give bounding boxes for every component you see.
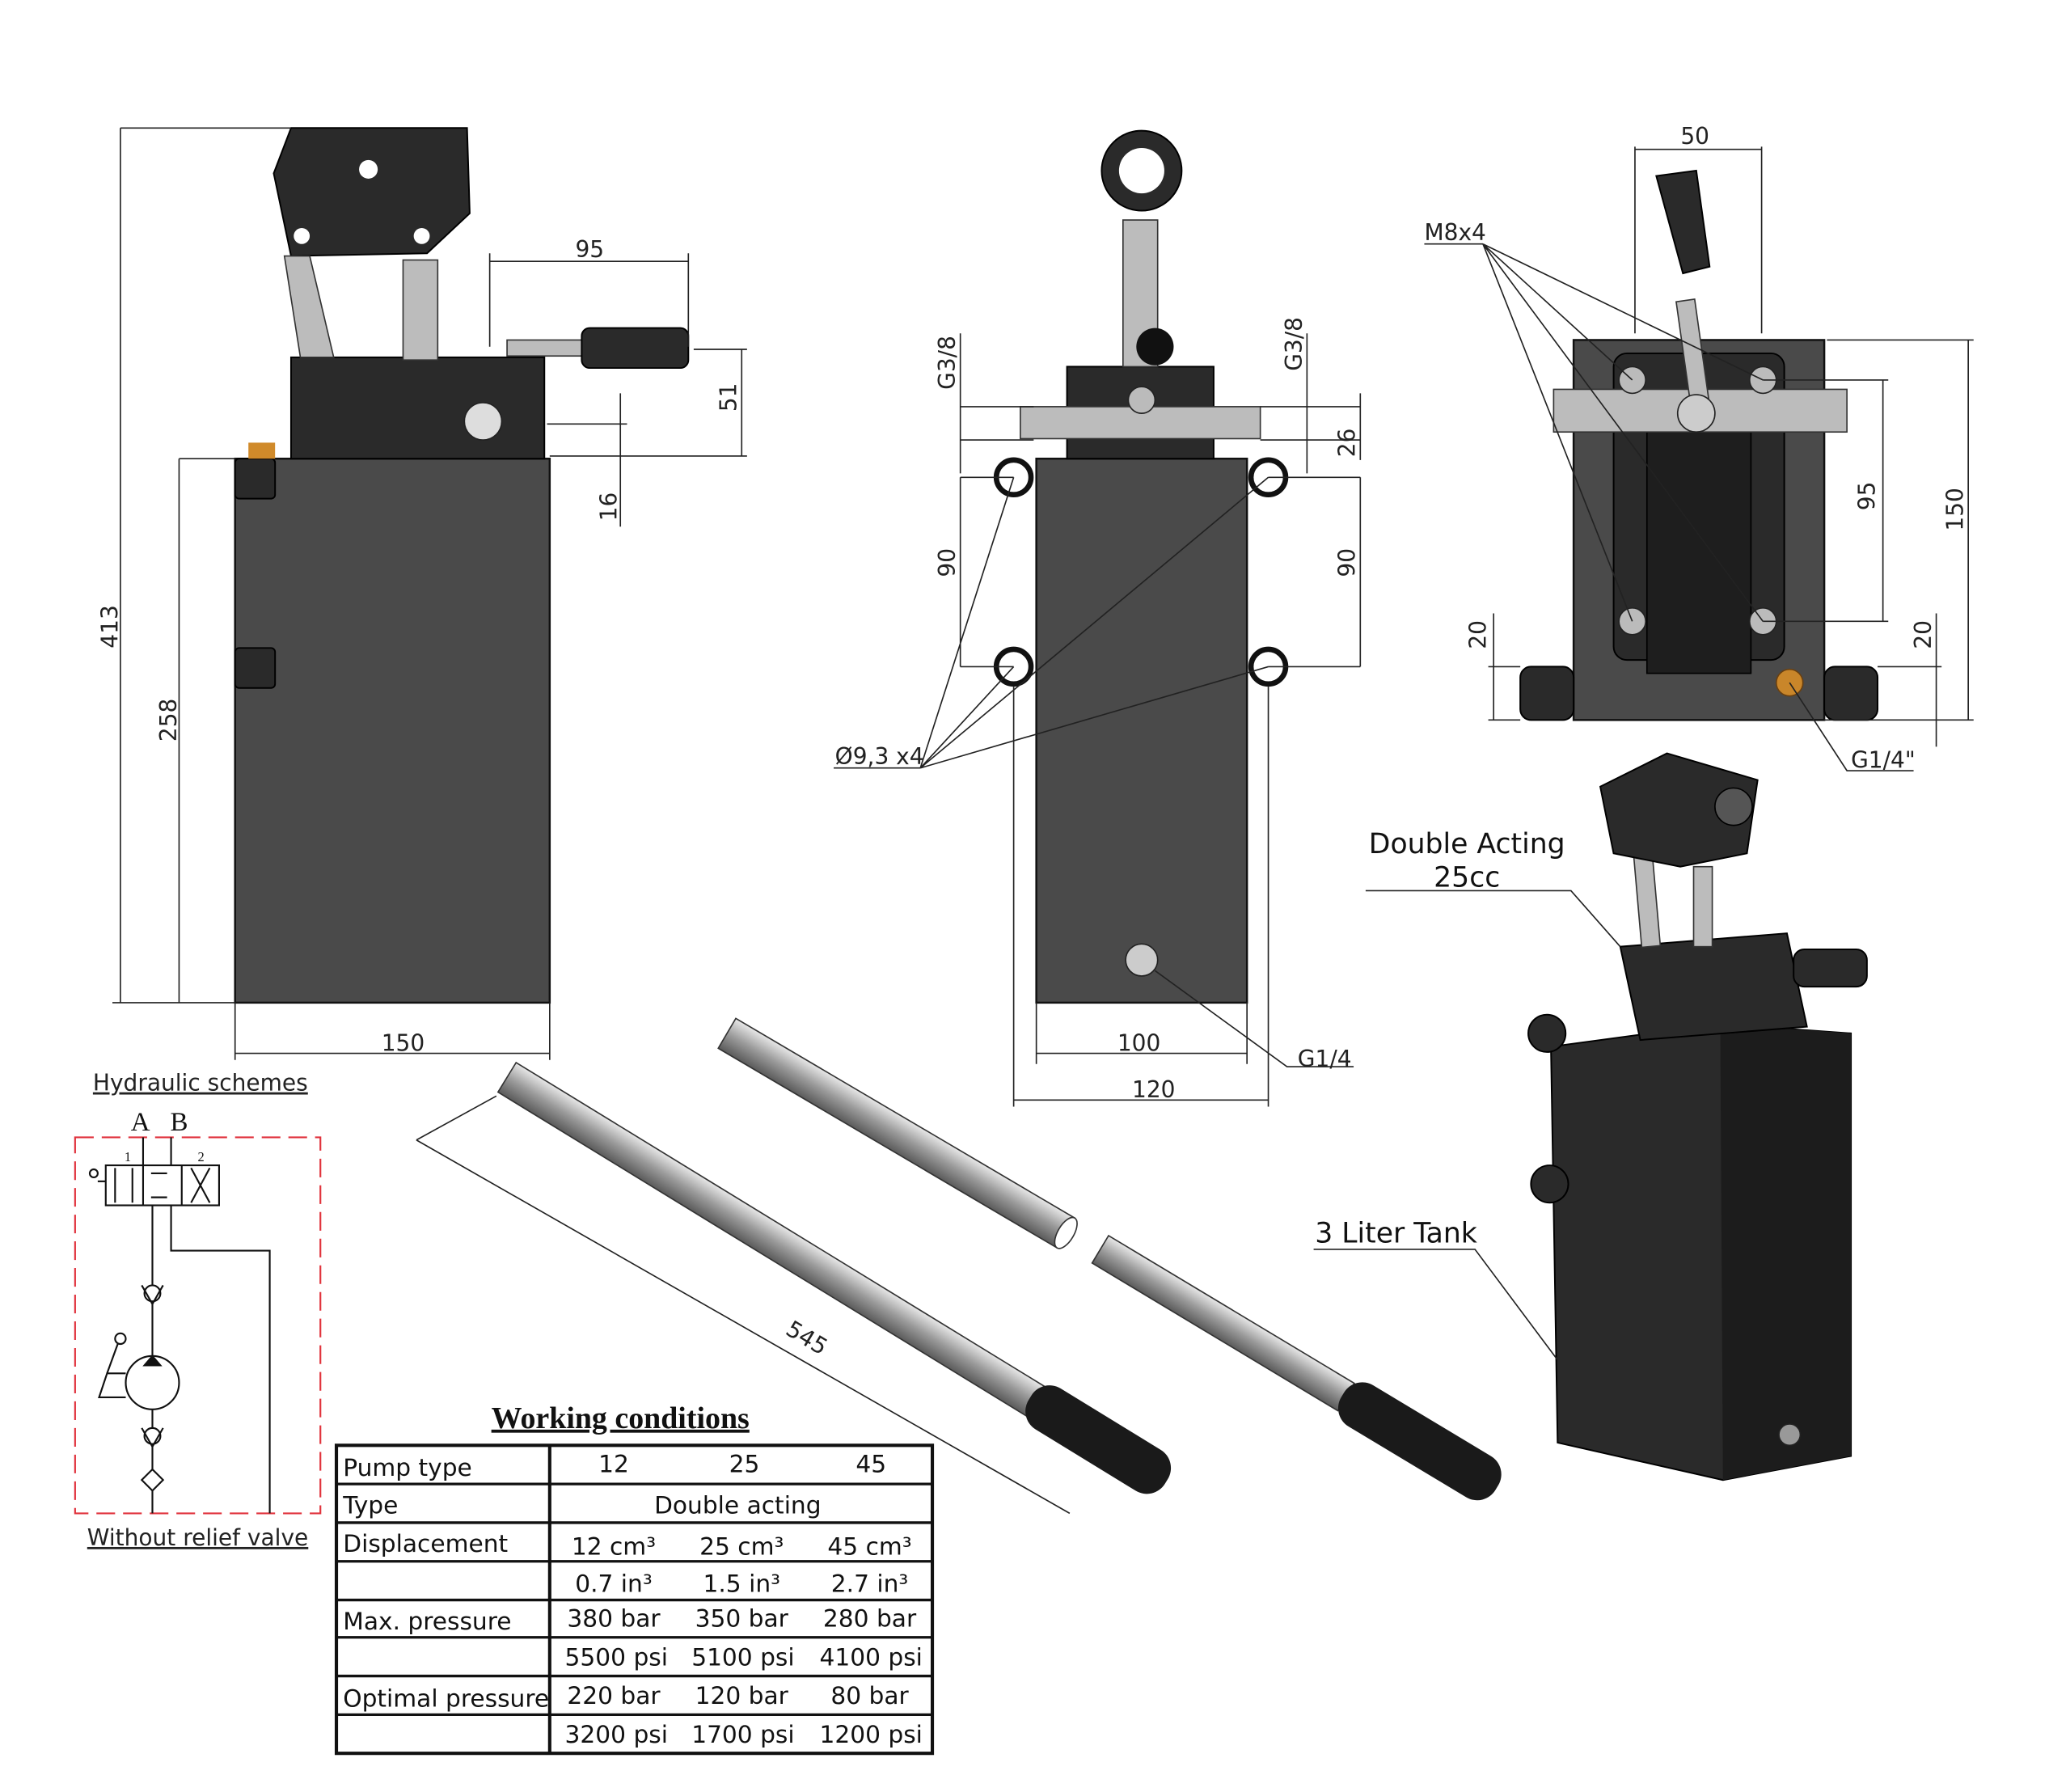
label-25cc: 25cc bbox=[1434, 861, 1500, 894]
label-double-acting: Double Acting bbox=[1369, 828, 1565, 860]
scheme-title: Hydraulic schemes bbox=[93, 1070, 308, 1097]
directional-valve-symbol bbox=[88, 1137, 271, 1514]
dim-handle-width: 50 bbox=[1680, 123, 1709, 150]
tank-front bbox=[1035, 457, 1248, 1004]
dim-hole-left: 90 bbox=[934, 548, 961, 577]
cell: 0.7 in³ bbox=[575, 1570, 653, 1598]
type-label: Type bbox=[342, 1490, 398, 1519]
cell: 380 bar bbox=[567, 1604, 661, 1633]
table-row: 3200 psi 1700 psi 1200 psi bbox=[565, 1720, 923, 1748]
cell: 2.7 in³ bbox=[831, 1570, 909, 1598]
tank-side bbox=[234, 457, 551, 1004]
position-2-label: 2 bbox=[198, 1149, 205, 1164]
dim-drain: G1/4 bbox=[1298, 1046, 1352, 1072]
table-title: Working conditions bbox=[492, 1401, 750, 1435]
table-row: Optimal pressure 220 bar 120 bar 80 bar bbox=[343, 1681, 909, 1712]
dim-foot-right: 20 bbox=[1910, 620, 1937, 649]
front-view: G3/8 G3/8 26 90 90 100 120 Ø9,3 x4 G1/4 bbox=[834, 129, 1362, 1107]
dim-width: 150 bbox=[382, 1029, 425, 1056]
dim-holes: Ø9,3 x4 bbox=[835, 743, 924, 770]
valve-handle bbox=[581, 327, 690, 370]
pump-head bbox=[289, 356, 546, 460]
top-view: 50 M8x4 95 150 20 20 G1/4" bbox=[1424, 123, 1974, 774]
side-view: 413 258 150 95 51 16 bbox=[97, 127, 747, 1060]
header-label: Pump type bbox=[343, 1453, 472, 1481]
table-row: 5500 psi 5100 psi 4100 psi bbox=[565, 1642, 923, 1671]
dim-tank-height: 258 bbox=[155, 699, 182, 742]
dim-inner-width: 100 bbox=[1117, 1029, 1160, 1056]
dim-outer-width: 120 bbox=[1132, 1076, 1175, 1103]
dim-port-offset: 16 bbox=[595, 492, 622, 522]
table-row: Max. pressure 380 bar 350 bar 280 bar bbox=[343, 1604, 917, 1635]
cell: 4100 psi bbox=[819, 1642, 922, 1671]
dim-foot-left: 20 bbox=[1464, 620, 1491, 649]
cell: 80 bar bbox=[830, 1681, 909, 1710]
dim-bolt-spacing: 95 bbox=[1854, 482, 1881, 511]
cell: 1.5 in³ bbox=[703, 1570, 781, 1598]
dim-hole-right: 90 bbox=[1334, 548, 1361, 577]
cell: 1700 psi bbox=[691, 1720, 794, 1748]
dim-port-spacing: 26 bbox=[1334, 429, 1361, 458]
table-row: 0.7 in³ 1.5 in³ 2.7 in³ bbox=[575, 1570, 908, 1598]
dim-depth: 150 bbox=[1942, 488, 1969, 530]
scheme-caption: Without relief valve bbox=[87, 1524, 308, 1551]
iso-view: Double Acting 25cc 3 Liter Tank bbox=[1313, 752, 1868, 1481]
cell: 220 bar bbox=[567, 1681, 661, 1710]
cell: 12 cm³ bbox=[572, 1532, 656, 1561]
position-1-label: 1 bbox=[125, 1149, 131, 1164]
cell: 350 bar bbox=[695, 1604, 789, 1633]
header-12: 12 bbox=[598, 1449, 629, 1477]
working-conditions-table: Working conditions Pump type 12 25 45 Ty… bbox=[334, 1401, 935, 1756]
dim-port-left: G3/8 bbox=[934, 336, 961, 390]
cell: 3200 psi bbox=[565, 1720, 668, 1748]
cell: 120 bar bbox=[695, 1681, 789, 1710]
levers: 545 bbox=[416, 1017, 1502, 1515]
cell: 1200 psi bbox=[819, 1720, 922, 1748]
cell: 25 cm³ bbox=[699, 1532, 784, 1561]
row-label: Displacement bbox=[343, 1529, 508, 1557]
row-label: Optimal pressure bbox=[343, 1684, 549, 1712]
cell: 280 bar bbox=[823, 1604, 917, 1633]
dim-port-height: 51 bbox=[716, 383, 742, 412]
port-b-label: B bbox=[170, 1108, 188, 1137]
row-label: Max. pressure bbox=[343, 1607, 511, 1635]
dim-bolts: M8x4 bbox=[1424, 219, 1485, 246]
header-25: 25 bbox=[729, 1449, 760, 1477]
cell: 5100 psi bbox=[691, 1642, 794, 1671]
lever-head bbox=[272, 127, 471, 257]
cell: 5500 psi bbox=[565, 1642, 668, 1671]
cell: 45 cm³ bbox=[827, 1532, 911, 1561]
header-45: 45 bbox=[855, 1449, 886, 1477]
hydraulic-scheme: Hydraulic schemes A B 1 2 Without relief… bbox=[74, 1070, 322, 1551]
dim-handle-offset: 95 bbox=[575, 236, 604, 263]
table-row: Displacement 12 cm³ 25 cm³ 45 cm³ bbox=[343, 1529, 911, 1560]
dim-height-total: 413 bbox=[97, 605, 124, 648]
label-tank: 3 Liter Tank bbox=[1315, 1218, 1477, 1250]
dim-fill-port: G1/4" bbox=[1851, 747, 1916, 774]
type-value: Double acting bbox=[654, 1490, 821, 1519]
port-a-label: A bbox=[131, 1108, 150, 1137]
dim-port-right: G3/8 bbox=[1281, 317, 1307, 371]
